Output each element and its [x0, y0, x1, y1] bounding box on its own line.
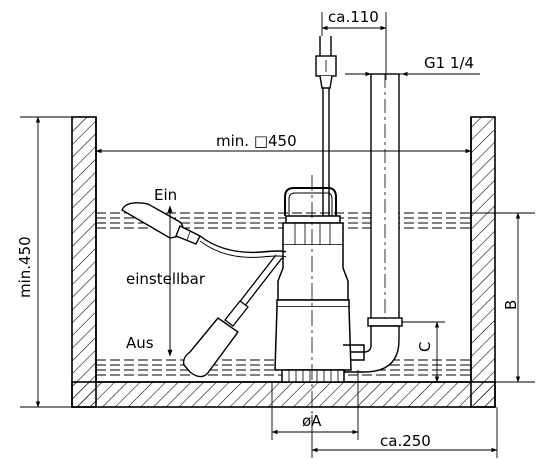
float-cable	[199, 235, 287, 254]
float-rod	[224, 254, 283, 327]
power-cable	[315, 36, 337, 216]
pump-body	[274, 187, 365, 383]
dim-c	[402, 321, 445, 383]
label-c: C	[416, 341, 434, 352]
label-thread: G1 1/4	[424, 54, 475, 72]
label-off: Aus	[126, 334, 154, 352]
dim-ca110	[321, 12, 387, 80]
label-b: B	[502, 299, 520, 310]
label-ca110: ca.110	[328, 8, 379, 26]
float-cable-2	[199, 240, 287, 258]
dim-diameter-a	[271, 370, 359, 440]
dim-ca250	[311, 407, 498, 458]
label-min-basin: min. □450	[216, 132, 297, 150]
label-diameter: øA	[302, 412, 322, 430]
label-ca250: ca.250	[380, 432, 431, 450]
discharge-pipe	[344, 73, 403, 373]
label-adjustable: einstellbar	[126, 270, 206, 288]
label-on: Ein	[154, 186, 178, 204]
dim-b	[471, 212, 535, 383]
label-min-height: min.450	[16, 236, 34, 298]
float-lower	[182, 317, 239, 378]
dim-min450-vertical	[20, 116, 72, 408]
